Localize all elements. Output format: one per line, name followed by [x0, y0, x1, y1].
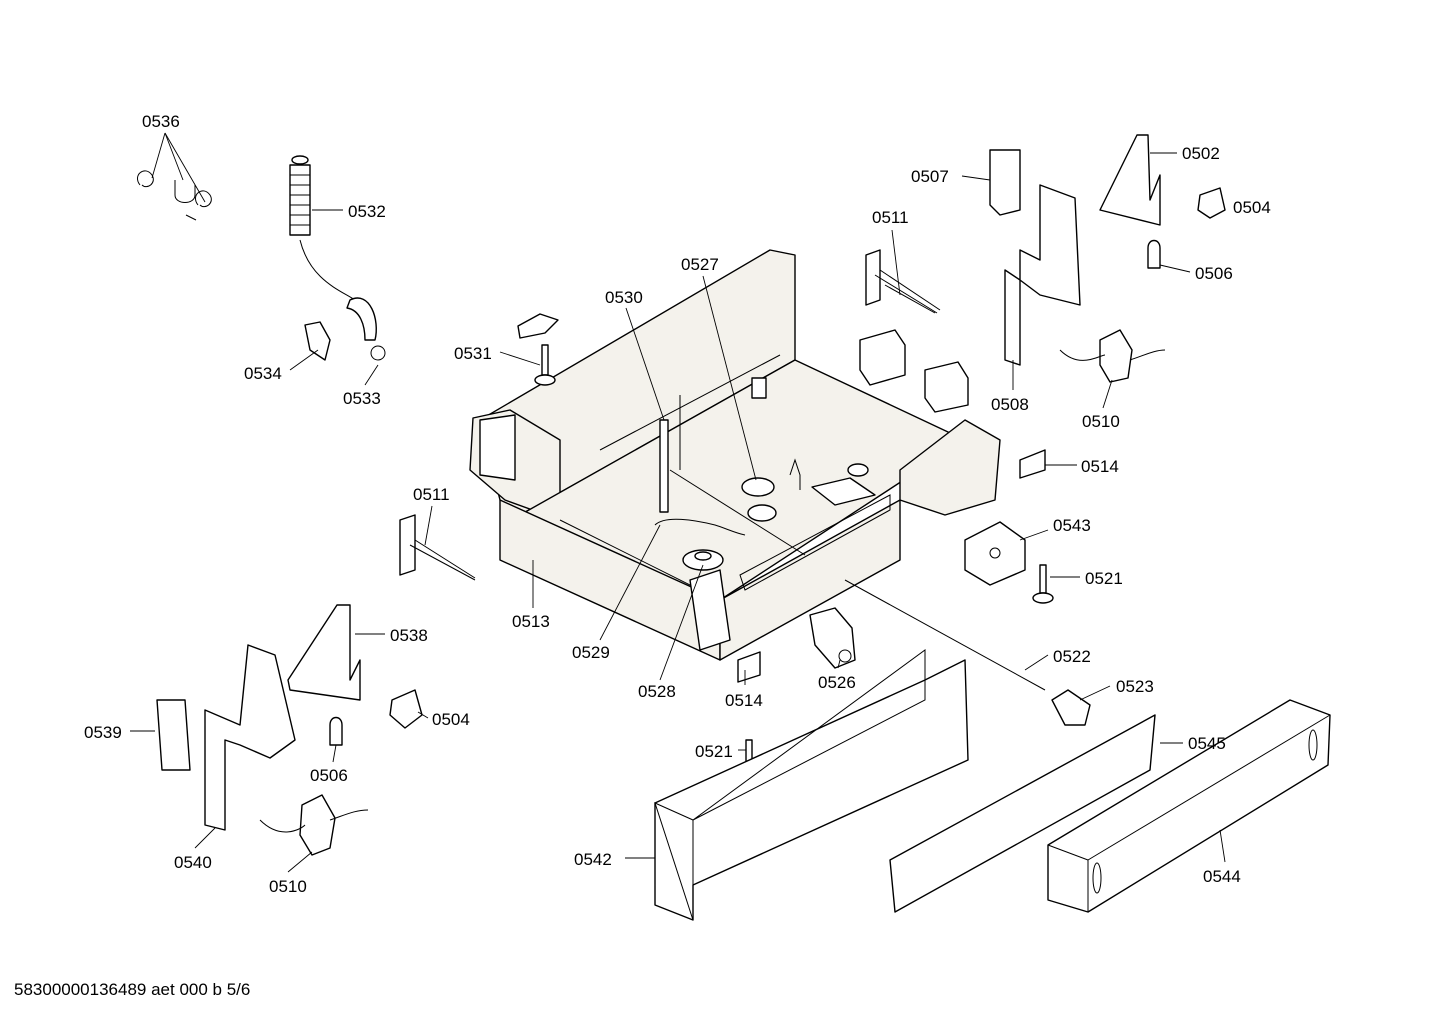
- bracket-0502-part: [1099, 134, 1161, 226]
- label-0510-lower: 0510: [269, 877, 307, 896]
- frame-0508-part: [1004, 184, 1081, 366]
- cover-0539-part: [156, 699, 191, 771]
- label-0521-right: 0521: [1085, 569, 1123, 588]
- label-0527: 0527: [681, 255, 719, 274]
- plinth-0542-part: [654, 649, 969, 921]
- label-0531: 0531: [454, 344, 492, 363]
- label-0522: 0522: [1053, 647, 1091, 666]
- label-0542: 0542: [574, 850, 612, 869]
- label-0502: 0502: [1182, 144, 1220, 163]
- pump-part: [654, 518, 746, 571]
- valve-0526-part: [809, 607, 856, 669]
- label-0504-lower: 0504: [432, 710, 470, 729]
- label-0533: 0533: [343, 389, 381, 408]
- bracket-0538-part: [287, 604, 361, 701]
- label-0530: 0530: [605, 288, 643, 307]
- clip-0504-lower-part: [389, 689, 423, 729]
- label-0510-upper: 0510: [1082, 412, 1120, 431]
- label-0528: 0528: [638, 682, 676, 701]
- label-0506-upper: 0506: [1195, 264, 1233, 283]
- label-0544: 0544: [1203, 867, 1241, 886]
- frame-0540-part: [204, 644, 296, 831]
- label-0511-lower: 0511: [413, 485, 450, 504]
- label-0523: 0523: [1116, 677, 1154, 696]
- leader-lines: [130, 132, 1226, 873]
- rod-0522-part: [844, 579, 1046, 691]
- plinth-0544-part: [1047, 699, 1331, 913]
- foot-0523-part: [1051, 689, 1091, 726]
- label-0534: 0534: [244, 364, 282, 383]
- part-labels: 0536 0532 0534 0533 0531 0530 0527 0511 …: [84, 112, 1271, 896]
- spring-0511-lower-part: [399, 514, 476, 581]
- label-0514-right: 0514: [1081, 457, 1119, 476]
- label-0543: 0543: [1053, 516, 1091, 535]
- label-0540: 0540: [174, 853, 212, 872]
- label-0508: 0508: [991, 395, 1029, 414]
- base-tub-part: [469, 249, 1001, 661]
- spring-0511-upper-part: [865, 249, 941, 314]
- switch-0510-lower-part: [259, 794, 369, 856]
- clip-0504-upper-part: [1197, 187, 1226, 219]
- clip-0506-lower-part: [329, 716, 343, 746]
- bracket-0531-part: [517, 313, 559, 386]
- label-0506-lower: 0506: [310, 766, 348, 785]
- plinth-0545-part: [889, 714, 1156, 913]
- box-0543-part: [964, 521, 1026, 586]
- label-0521-lower: 0521: [695, 742, 733, 761]
- bracket-0514-right-part: [1019, 449, 1046, 479]
- connector-part: [859, 329, 969, 413]
- label-0545: 0545: [1188, 734, 1226, 753]
- screw-0521-right-part: [1032, 564, 1054, 604]
- clip-0506-upper-part: [1147, 239, 1161, 269]
- label-0532: 0532: [348, 202, 386, 221]
- document-code: 58300000136489 aet 000 b 5/6: [14, 980, 251, 999]
- label-0539: 0539: [84, 723, 122, 742]
- label-0526: 0526: [818, 673, 856, 692]
- label-0513: 0513: [512, 612, 550, 631]
- drain-hose-part: [289, 155, 386, 361]
- label-0514-center: 0514: [725, 691, 763, 710]
- cover-0507-part: [989, 149, 1021, 216]
- bracket-0514-center-part: [737, 651, 761, 683]
- label-0538: 0538: [390, 626, 428, 645]
- label-0529: 0529: [572, 643, 610, 662]
- switch-0510-upper-part: [1059, 329, 1166, 383]
- hose-clamps-part: [137, 170, 212, 221]
- label-0511-upper: 0511: [872, 208, 909, 227]
- label-0536: 0536: [142, 112, 180, 131]
- label-0507: 0507: [911, 167, 949, 186]
- label-0504-upper: 0504: [1233, 198, 1271, 217]
